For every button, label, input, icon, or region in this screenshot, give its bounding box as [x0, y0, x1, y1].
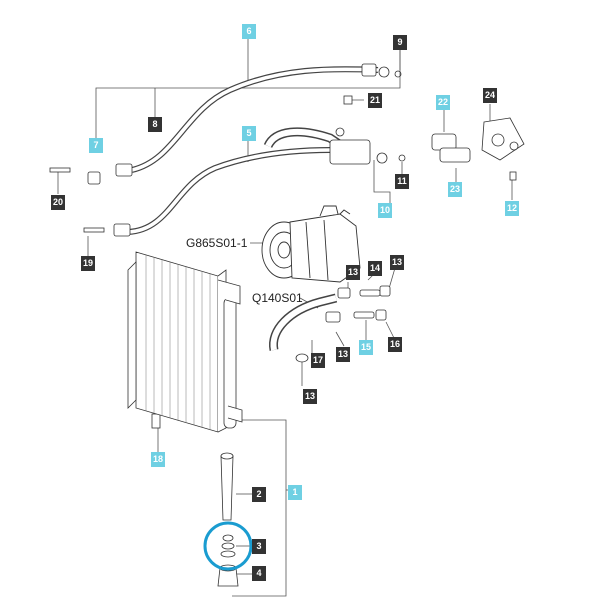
- condenser: [127, 251, 243, 433]
- compressor: [261, 205, 361, 283]
- callout-1: 1: [288, 485, 302, 500]
- condenser-fins: [145, 255, 211, 430]
- callout-6: 6: [242, 24, 256, 39]
- callout-2: 2: [252, 487, 266, 502]
- callout-20: 20: [51, 195, 66, 210]
- callout-5: 5: [242, 126, 256, 141]
- callout-13-b: 13: [390, 255, 405, 270]
- part-code-compressor: G865S01-1: [186, 236, 248, 250]
- drier-parts: [217, 452, 239, 587]
- callout-10: 10: [378, 203, 393, 218]
- callout-7: 7: [89, 138, 103, 153]
- clamps-and-pipes: [295, 285, 391, 363]
- callout-24: 24: [483, 88, 498, 103]
- callout-11: 11: [395, 174, 409, 189]
- leader-line-16: [385, 321, 395, 339]
- callout-16: 16: [388, 337, 403, 352]
- callout-22: 22: [436, 95, 451, 110]
- callout-8: 8: [148, 117, 162, 132]
- bolts: [49, 167, 517, 429]
- hose-6-inner: [131, 67, 379, 172]
- callout-15: 15: [359, 340, 374, 355]
- callout-13-c: 13: [336, 347, 351, 362]
- part-code-hose: Q140S01: [252, 291, 303, 305]
- callout-9: 9: [393, 35, 407, 50]
- callout-4: 4: [252, 566, 266, 581]
- expansion-valve: [431, 117, 525, 163]
- leader-line-13c: [335, 331, 345, 347]
- callout-13-a: 13: [346, 265, 361, 280]
- hose-fittings: [87, 63, 406, 237]
- highlight-ring: [203, 521, 253, 571]
- leader-line-10: [373, 160, 391, 204]
- leader-line-1: [232, 419, 287, 597]
- callout-18: 18: [151, 452, 166, 467]
- callout-17: 17: [311, 353, 326, 368]
- small-hose-inner: [270, 295, 337, 351]
- hose-5-inner: [127, 148, 331, 234]
- callout-13-d: 13: [303, 389, 318, 404]
- callout-21: 21: [368, 93, 383, 108]
- callout-14: 14: [368, 261, 383, 276]
- hose-top-bend-inner: [265, 128, 350, 153]
- callout-3: 3: [252, 539, 266, 554]
- callout-19: 19: [81, 256, 96, 271]
- callout-23: 23: [448, 182, 463, 197]
- callout-12: 12: [505, 201, 520, 216]
